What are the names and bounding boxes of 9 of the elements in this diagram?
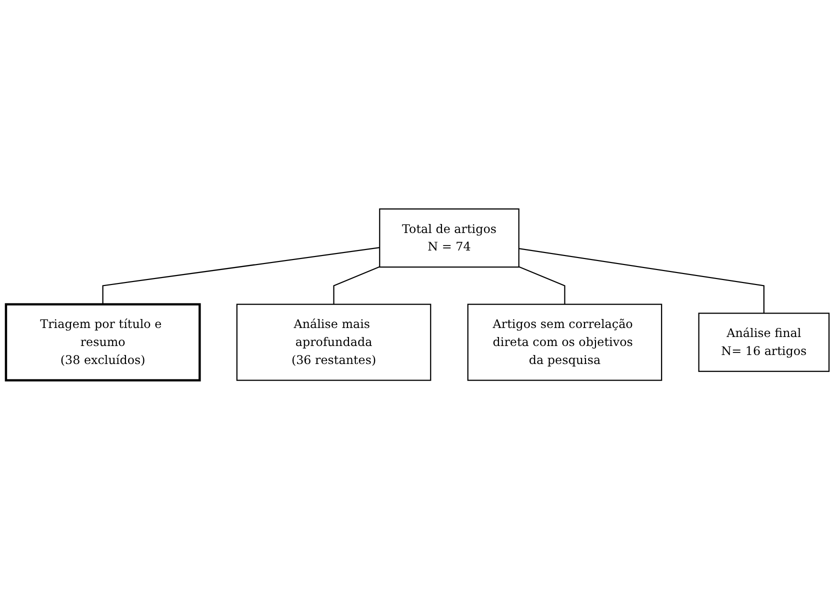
node-box: Triagem por título e resumo (38 excluídos) — [4, 304, 201, 382]
connector — [102, 247, 380, 305]
node-box: Total de artigos N = 74 — [379, 208, 520, 268]
connector — [518, 248, 764, 314]
connector — [333, 266, 380, 305]
connector — [518, 266, 566, 305]
node-box: Análise mais aprofundada (36 restantes) — [236, 304, 432, 382]
node-box: Artigos sem correlação direta com os objetivos da pesquisa — [467, 304, 662, 382]
node-box: Análise final N= 16 artigos — [698, 313, 830, 372]
